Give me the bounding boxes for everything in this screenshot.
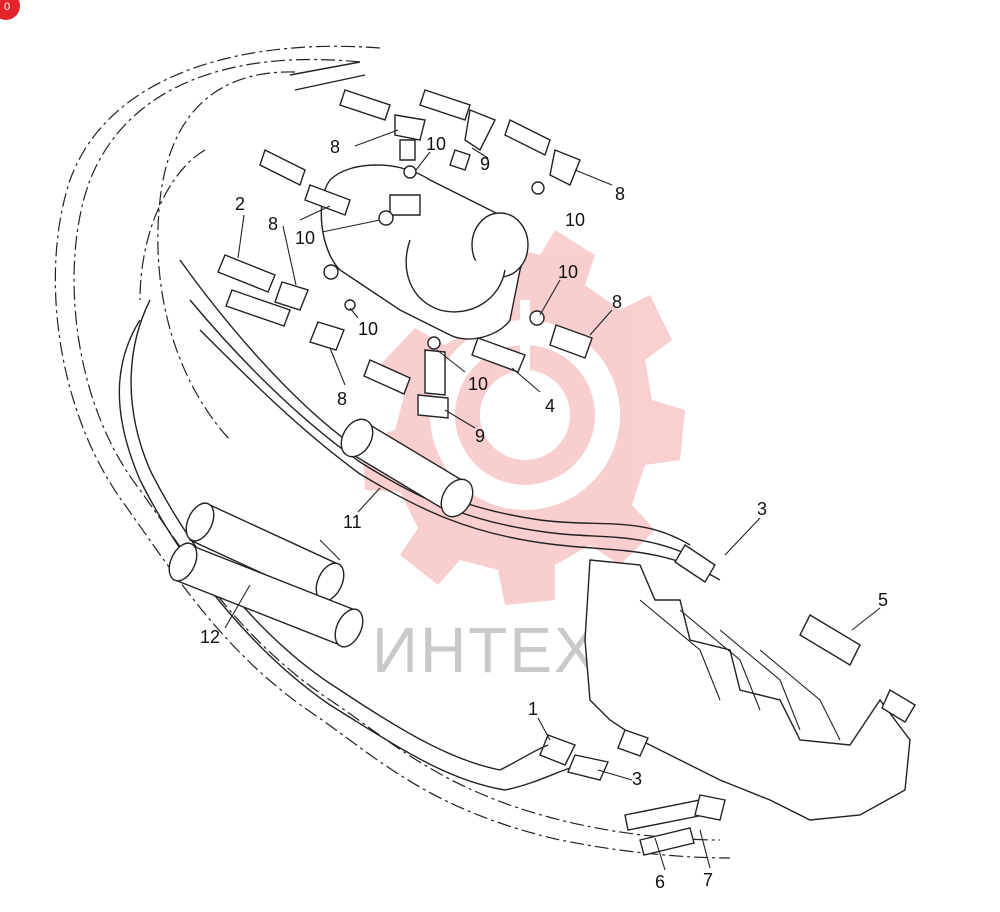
callout-10: 10 (358, 319, 378, 339)
callout-8: 8 (268, 214, 278, 234)
callout-10: 10 (565, 210, 585, 230)
callout-2: 2 (235, 194, 245, 214)
callout-8: 8 (337, 389, 347, 409)
leader-lines (224, 129, 881, 871)
watermark-text: ИНТЕХ (372, 614, 599, 686)
callout-10: 10 (468, 374, 488, 394)
callout-10: 10 (558, 262, 578, 282)
callout-5: 5 (878, 590, 888, 610)
callout-3: 3 (632, 769, 642, 789)
corner-badge-text: 0 (4, 1, 10, 13)
protective-sleeve-11 (340, 418, 474, 518)
callout-8: 8 (615, 184, 625, 204)
callout-3: 3 (757, 499, 767, 519)
callout-6: 6 (655, 872, 665, 892)
corner-badge: 0 (0, 0, 20, 20)
callout-4: 4 (545, 396, 555, 416)
fittings-upper (259, 61, 581, 226)
callout-10: 10 (426, 134, 446, 154)
hydraulic-motor-body (320, 164, 529, 340)
callout-labels: 8 10 9 8 2 8 10 10 10 8 10 10 8 4 9 11 3… (200, 134, 888, 892)
callout-8: 8 (330, 137, 340, 157)
callout-8: 8 (612, 292, 622, 312)
callout-9: 9 (475, 426, 485, 446)
protective-sleeve-12 (168, 502, 364, 648)
callout-1: 1 (528, 699, 538, 719)
fittings-left (217, 254, 593, 419)
callout-10: 10 (295, 228, 315, 248)
callout-12: 12 (200, 627, 220, 647)
callout-7: 7 (703, 870, 713, 890)
callout-11: 11 (343, 512, 362, 532)
fittings-lower (499, 544, 916, 856)
callout-9: 9 (480, 154, 490, 174)
